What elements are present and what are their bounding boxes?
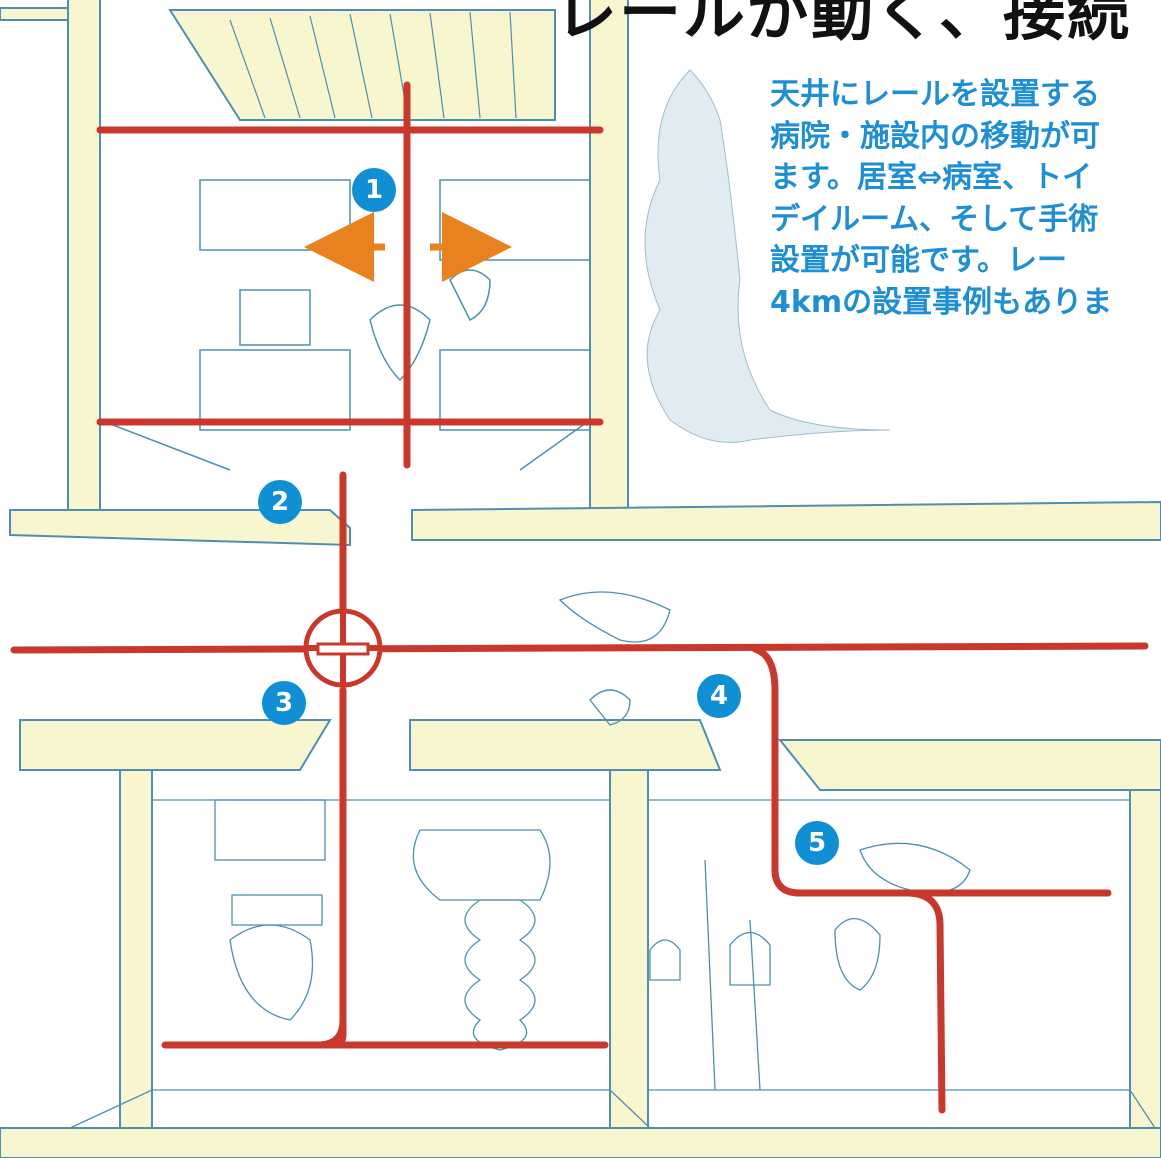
description-line: 天井にレールを設置する — [770, 77, 1100, 112]
lower-room-lines — [69, 591, 1156, 1129]
turntable — [303, 608, 383, 688]
description-line: 病院・施設内の移動が可 — [770, 118, 1100, 154]
marker-badge-3: 3 — [262, 681, 306, 725]
room1-furniture — [99, 179, 591, 471]
lower-building — [0, 719, 1161, 1158]
marker-badge-2: 2 — [258, 480, 302, 524]
description-line: 設置が可能です。レー — [770, 243, 1067, 278]
marker-badge-1: 1 — [352, 168, 396, 212]
description-line: デイルーム、そして手術 — [770, 201, 1099, 237]
marker-badge-4: 4 — [697, 674, 741, 718]
page-title: レールが動く、接続 — [555, 0, 1132, 49]
description-line: ます。居室⇔病室、トイ — [770, 160, 1093, 195]
description-line: 4kmの設置事例もありま — [770, 284, 1113, 320]
marker-badge-5: 5 — [795, 821, 839, 865]
rails — [10, 81, 1149, 1114]
foliage-cloud — [644, 69, 891, 443]
description-text: 天井にレールを設置する 病院・施設内の移動が可 ます。居室⇔病室、トイ デイルー… — [770, 74, 1161, 323]
